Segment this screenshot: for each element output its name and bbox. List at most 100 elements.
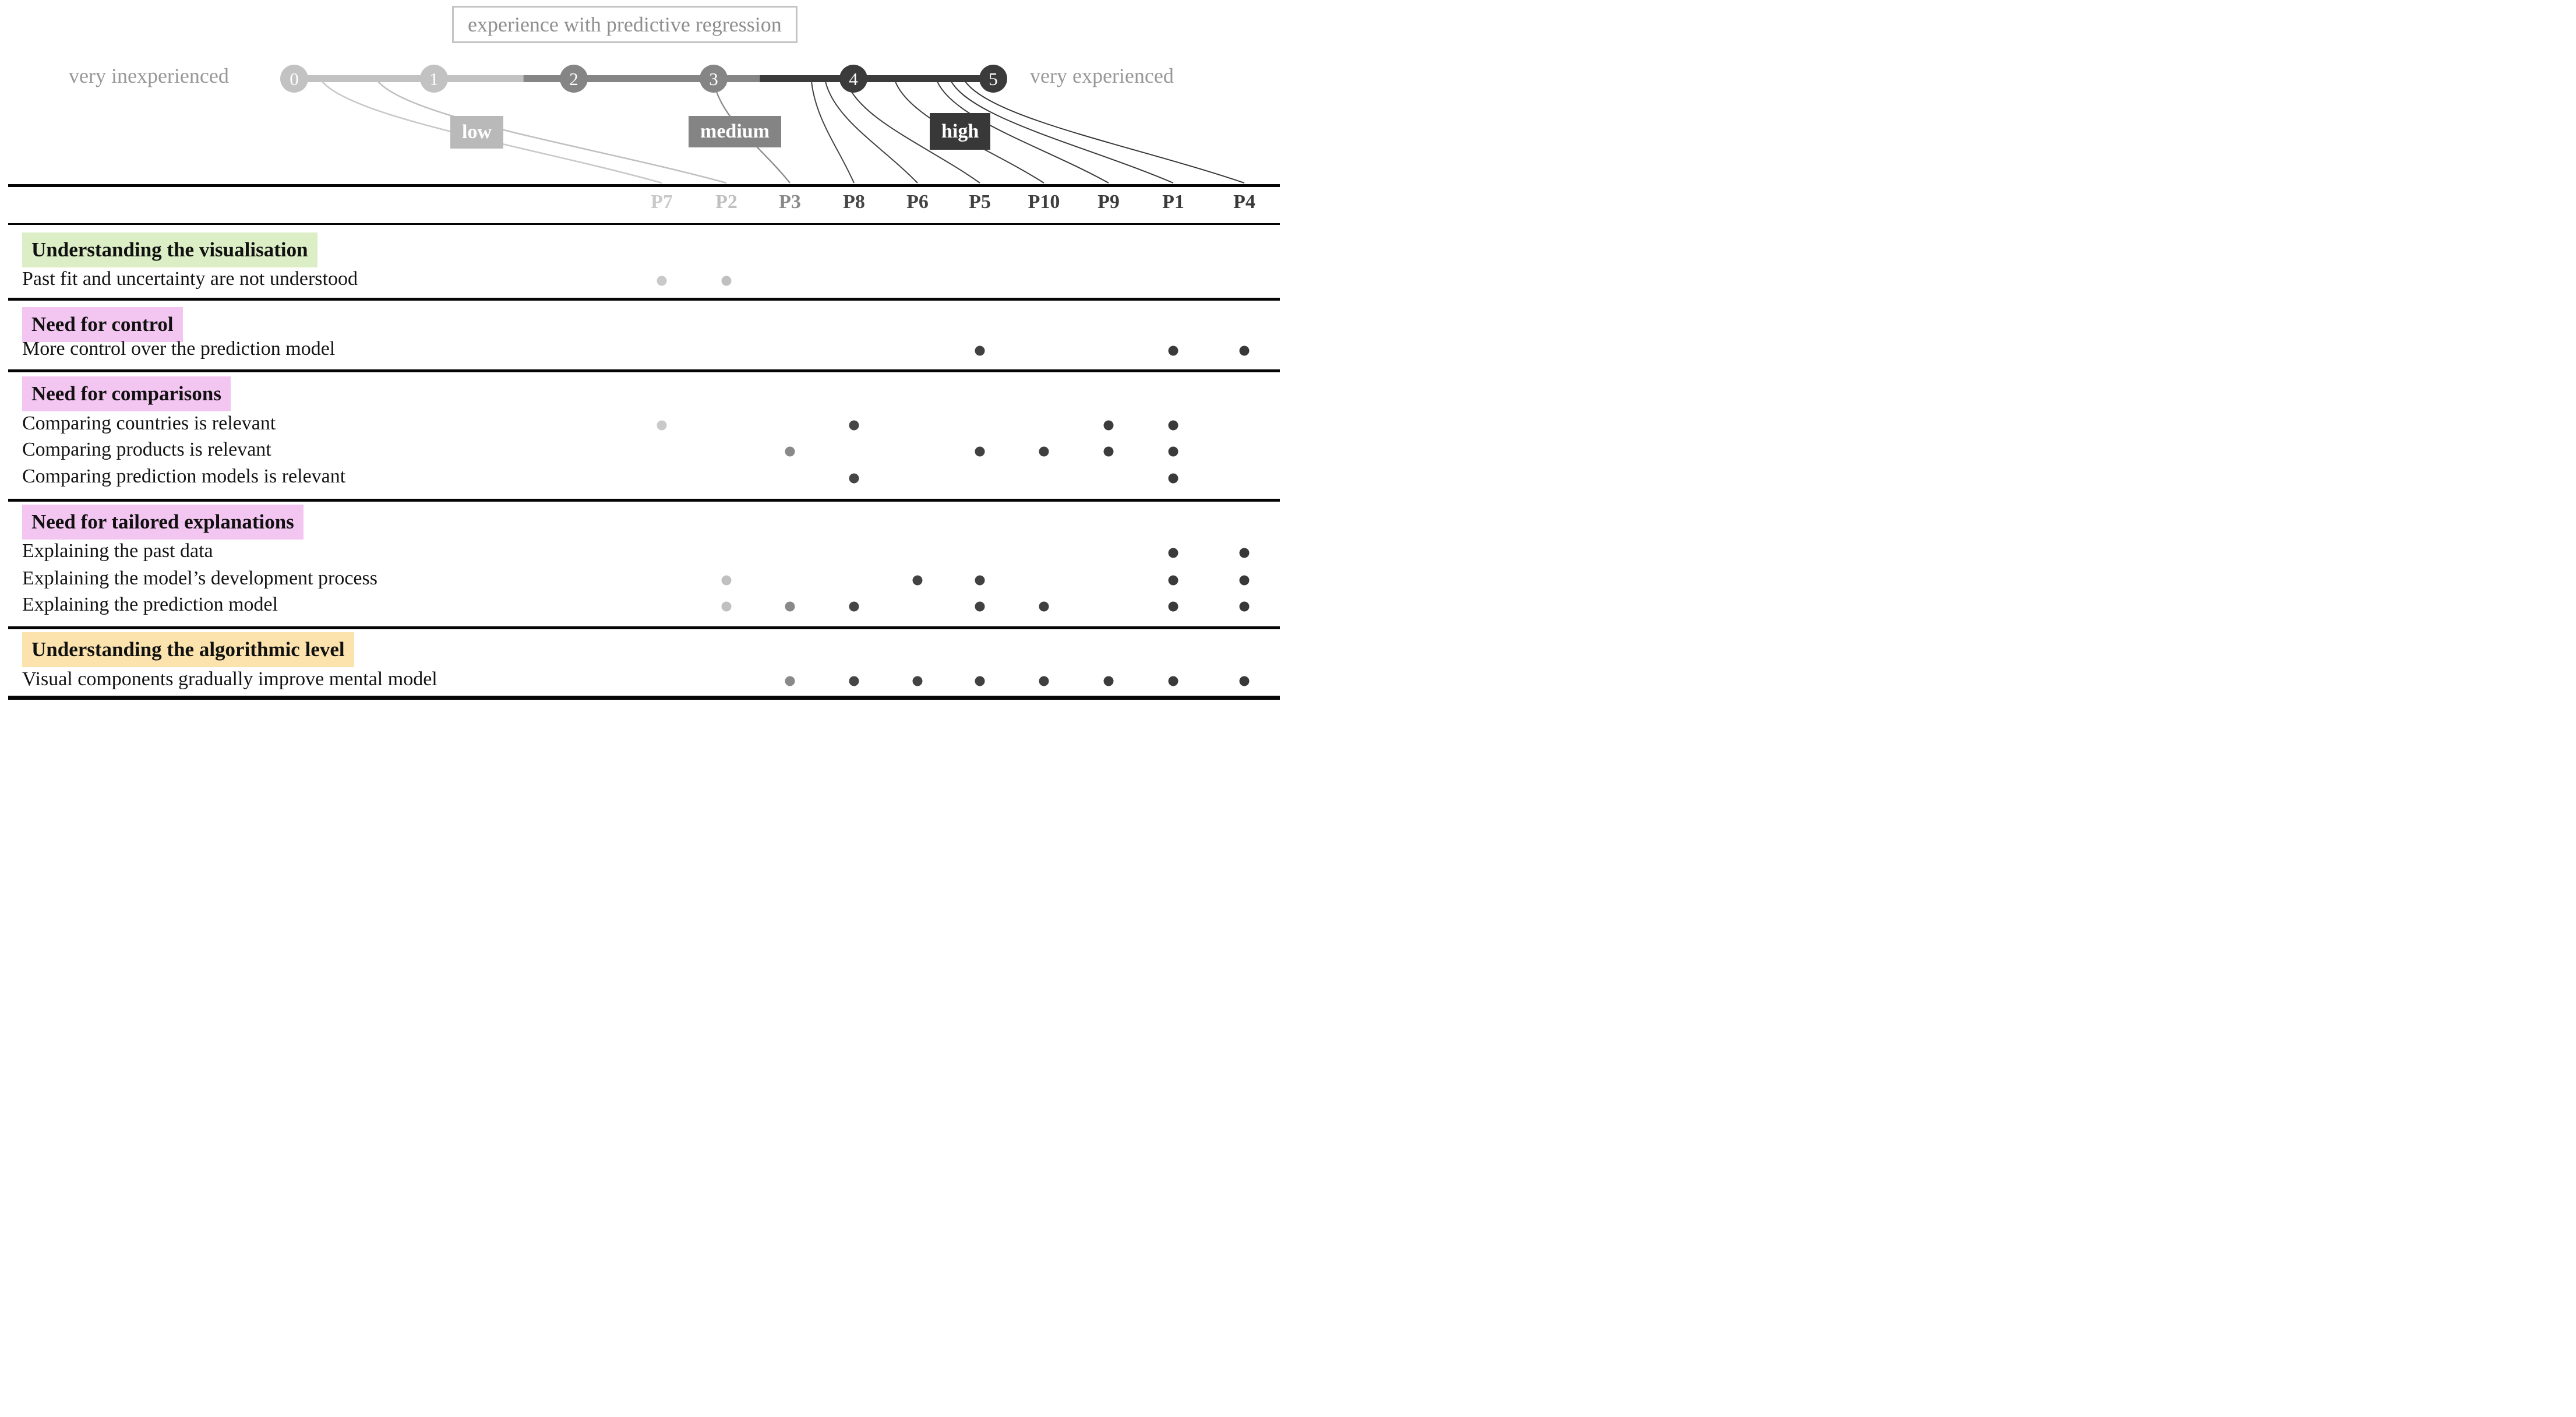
theme-dot-P2 <box>721 601 732 612</box>
theme-dot-P4 <box>1239 575 1250 586</box>
participant-column-header-P4: P4 <box>1233 191 1255 213</box>
participant-column-header-P6: P6 <box>906 191 929 213</box>
band-label-high-text: high <box>941 120 979 142</box>
band-label-low: low <box>450 116 503 149</box>
band-label-medium-text: medium <box>700 121 770 142</box>
theme-dot-P1 <box>1168 676 1178 686</box>
theme-dot-P5 <box>975 676 985 686</box>
theme-dot-P3 <box>785 601 795 612</box>
section-header: Understanding the visualisation <box>22 232 317 267</box>
section-header: Need for tailored explanations <box>22 505 304 540</box>
scale-tick-circle-4 <box>839 65 867 93</box>
theme-dot-P7 <box>657 420 667 431</box>
theme-dot-P1 <box>1168 346 1178 356</box>
axis-label-very-inexperienced: very inexperienced <box>69 64 229 87</box>
theme-dot-P1 <box>1168 601 1178 612</box>
scale-tick-circle-5 <box>979 65 1007 93</box>
section-header: Need for control <box>22 307 183 342</box>
theme-dot-P7 <box>657 276 667 286</box>
theme-dot-P1 <box>1168 446 1178 457</box>
theme-dot-P10 <box>1039 601 1049 612</box>
theme-dot-P4 <box>1239 601 1250 612</box>
theme-dot-P3 <box>785 676 795 686</box>
section-divider-4 <box>8 626 1280 629</box>
participant-curve-P6 <box>825 81 918 184</box>
section-divider-1 <box>8 298 1280 301</box>
theme-dot-P8 <box>849 601 859 612</box>
theme-dot-P2 <box>721 276 732 286</box>
theme-dot-P1 <box>1168 575 1178 586</box>
theme-dot-P10 <box>1039 446 1049 457</box>
theme-dot-P1 <box>1168 420 1178 431</box>
theme-dot-P9 <box>1103 676 1114 686</box>
figure-title-box: experience with predictive regression <box>452 6 797 43</box>
figure-title: experience with predictive regression <box>468 13 782 36</box>
band-label-medium: medium <box>689 116 781 147</box>
participant-curve-P8 <box>811 81 855 184</box>
theme-dot-P4 <box>1239 346 1250 356</box>
theme-dot-P9 <box>1103 446 1114 457</box>
section-divider-2 <box>8 369 1280 372</box>
scale-tick-number-2: 2 <box>569 69 578 89</box>
scale-tick-circle-0 <box>280 65 308 93</box>
theme-dot-P8 <box>849 420 859 431</box>
theme-dot-P8 <box>849 676 859 686</box>
section-header: Need for comparisons <box>22 376 231 411</box>
theme-row-label: Past fit and uncertainty are not underst… <box>22 268 358 290</box>
participant-column-header-P7: P7 <box>651 191 673 213</box>
experience-theme-matrix-figure: 0 1 2 3 4 5 experience with predictive regres… <box>0 0 1288 708</box>
theme-row-label: More control over the prediction model <box>22 338 336 359</box>
band-label-high: high <box>930 113 991 150</box>
scale-tick-number-0: 0 <box>290 69 299 89</box>
participant-column-header-P2: P2 <box>715 191 737 213</box>
scale-tick-number-4: 4 <box>849 69 858 89</box>
theme-dot-P6 <box>912 575 923 586</box>
theme-dot-P10 <box>1039 676 1049 686</box>
participant-curve-P9 <box>937 81 1109 184</box>
scale-tick-circle-2 <box>560 65 588 93</box>
axis-label-very-experienced: very experienced <box>1030 64 1174 87</box>
theme-dot-P1 <box>1168 548 1178 558</box>
theme-dot-P2 <box>721 575 732 586</box>
participant-curve-P1 <box>951 81 1174 184</box>
theme-dot-P4 <box>1239 548 1250 558</box>
scale-tick-circle-1 <box>420 65 448 93</box>
band-label-low-text: low <box>462 121 492 143</box>
scale-tick-number-1: 1 <box>429 69 439 89</box>
participant-column-header-P5: P5 <box>969 191 991 213</box>
scale-tick-number-3: 3 <box>709 69 718 89</box>
table-top-rule <box>8 184 1280 187</box>
theme-dot-P5 <box>975 575 985 586</box>
section-header: Understanding the algorithmic level <box>22 632 354 667</box>
theme-dot-P9 <box>1103 420 1114 431</box>
table-bottom-rule <box>8 696 1280 700</box>
scale-tick-circle-3 <box>700 65 728 93</box>
participant-column-header-P10: P10 <box>1028 191 1060 213</box>
participant-curve-P4 <box>965 81 1245 184</box>
participant-curve-P5 <box>846 81 980 184</box>
theme-dot-P8 <box>849 473 859 484</box>
participant-column-header-P3: P3 <box>779 191 801 213</box>
theme-row-label: Explaining the model’s development proce… <box>22 567 377 589</box>
theme-dot-P5 <box>975 346 985 356</box>
theme-row-label: Comparing countries is relevant <box>22 413 276 434</box>
participant-column-header-P8: P8 <box>843 191 865 213</box>
theme-dot-P1 <box>1168 473 1178 484</box>
theme-dot-P6 <box>912 676 923 686</box>
participant-column-header-P1: P1 <box>1162 191 1184 213</box>
theme-row-label: Explaining the past data <box>22 540 213 562</box>
participant-column-header-P9: P9 <box>1098 191 1120 213</box>
scale-tick-number-5: 5 <box>989 69 998 89</box>
theme-dot-P3 <box>785 446 795 457</box>
theme-dot-P4 <box>1239 676 1250 686</box>
theme-row-label: Comparing products is relevant <box>22 439 271 460</box>
theme-dot-P5 <box>975 446 985 457</box>
theme-row-label: Visual components gradually improve ment… <box>22 668 437 690</box>
participant-curve-P2 <box>377 81 727 184</box>
theme-row-label: Comparing prediction models is relevant <box>22 466 346 487</box>
table-header-rule <box>8 223 1280 225</box>
experience-scale-canvas: 0 1 2 3 4 5 <box>280 65 1245 184</box>
theme-row-label: Explaining the prediction model <box>22 594 278 615</box>
section-divider-3 <box>8 499 1280 502</box>
